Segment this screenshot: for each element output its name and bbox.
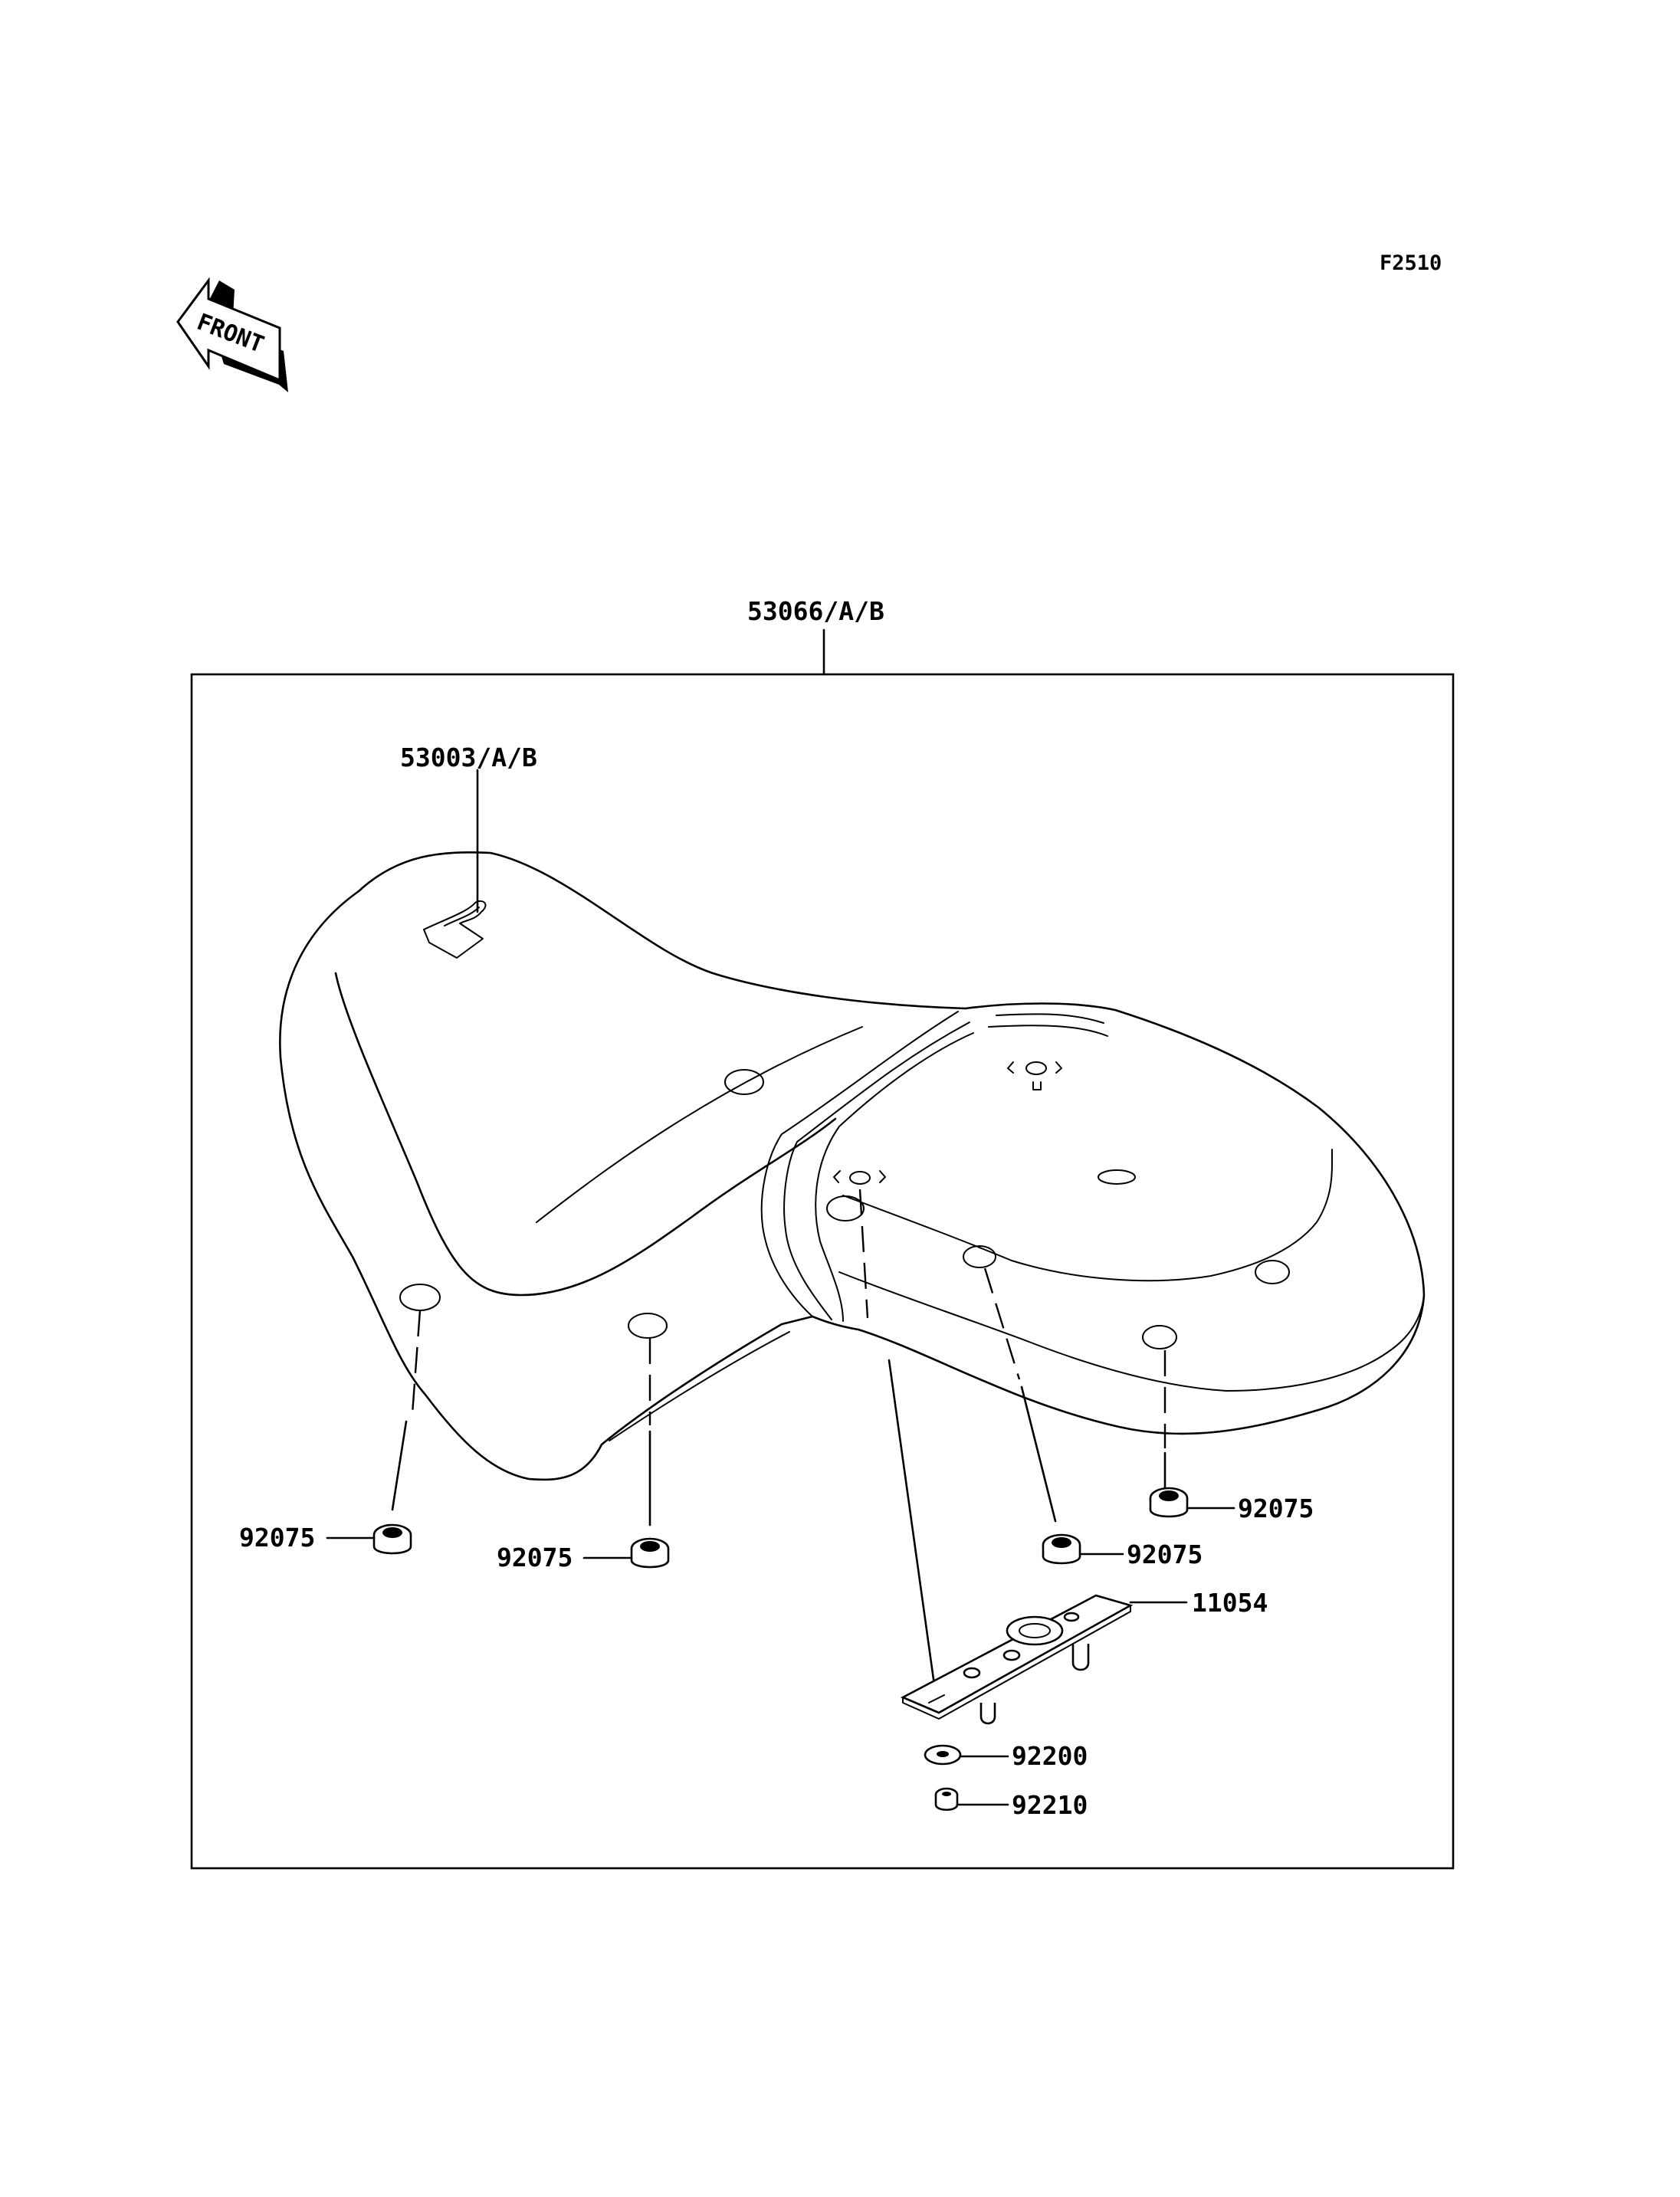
label-53003: 53003/A/B	[400, 743, 537, 772]
label-92075-c: 92075	[1127, 1540, 1203, 1569]
damper-92075-b	[630, 1537, 670, 1569]
front-arrow-icon: FRONT	[176, 277, 288, 392]
label-92210: 92210	[1012, 1790, 1088, 1820]
nut-92210	[934, 1787, 959, 1812]
label-53066: 53066/A/B	[747, 596, 884, 626]
label-92075-a: 92075	[239, 1523, 315, 1553]
label-92075-b: 92075	[497, 1543, 573, 1572]
bracket-11054	[900, 1594, 1134, 1725]
seat-holes	[399, 1061, 1290, 1349]
seat-drawing	[279, 851, 1426, 1481]
figure-code: F2510	[1380, 251, 1442, 275]
washer-92200	[924, 1744, 962, 1766]
assembly-frame	[190, 673, 1455, 1870]
damper-92075-d	[1149, 1487, 1189, 1518]
label-92200: 92200	[1012, 1741, 1088, 1771]
damper-92075-c	[1042, 1533, 1081, 1565]
cover-tag	[423, 900, 487, 959]
label-92075-d: 92075	[1238, 1494, 1314, 1523]
damper-92075-a	[372, 1523, 412, 1555]
label-11054: 11054	[1192, 1588, 1268, 1618]
leader-lines	[391, 1189, 1166, 1703]
